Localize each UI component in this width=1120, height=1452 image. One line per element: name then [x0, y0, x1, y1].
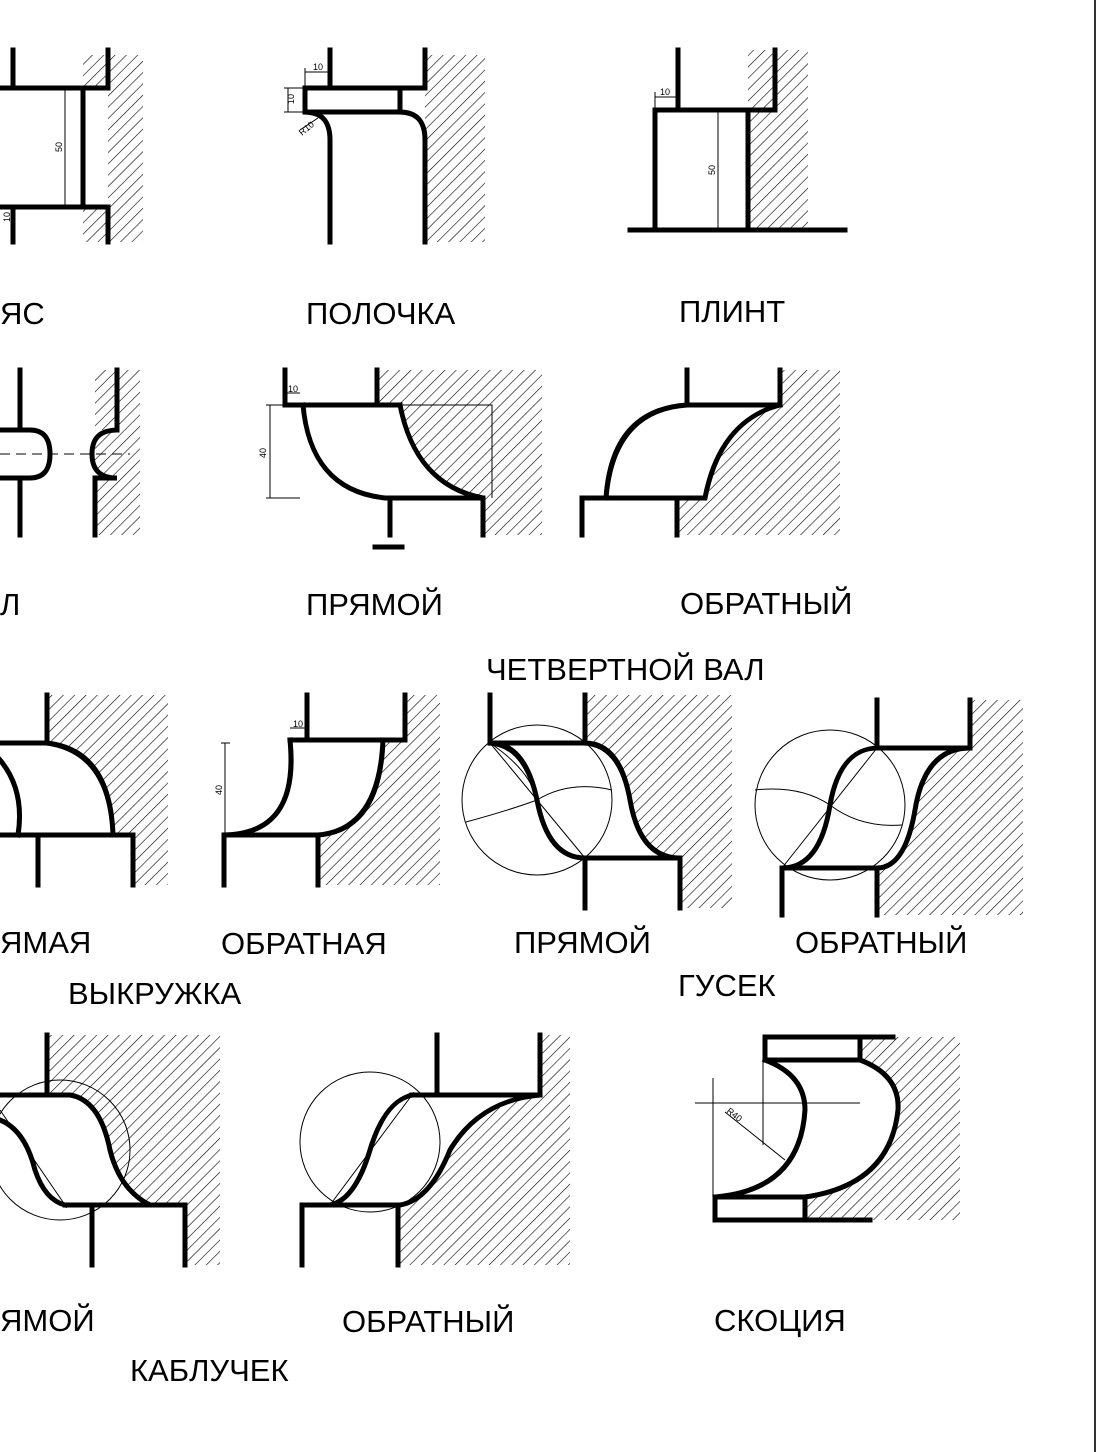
label-gusek-obratny: ОБРАТНЫЙ	[795, 925, 968, 960]
molding-poyas: 50 10	[0, 47, 143, 245]
label-vykr-pryamaya: ЯМАЯ	[0, 925, 92, 960]
label-chv-group: ЧЕТВЕРТНОЙ ВАЛ	[486, 652, 765, 687]
molding-chetvertnoy-val-pryamoy: 10 40	[258, 367, 542, 550]
dim-plint-offset: 10	[660, 87, 670, 97]
molding-vykruzhka-obratnaya: 10 40	[214, 692, 440, 888]
dim-skotsiya-radius: R40	[725, 1106, 744, 1124]
molding-kabluchek-obratny	[299, 1032, 570, 1268]
dim-polochka-width: 10	[313, 62, 323, 72]
label-vykr-group: ВЫКРУЖКА	[68, 976, 242, 1011]
label-kabl-pryamoy: ЯМОЙ	[0, 1303, 95, 1338]
dim-plint-height: 50	[707, 165, 717, 175]
label-skotsiya: СКОЦИЯ	[714, 1303, 846, 1338]
label-vykr-obratnaya: ОБРАТНАЯ	[221, 926, 387, 961]
label-gusek-group: ГУСЕК	[678, 968, 776, 1003]
dim-poyas-offset: 10	[2, 212, 12, 222]
dim-chv-height: 40	[258, 448, 268, 458]
dim-vykr-offset: 10	[293, 719, 303, 729]
label-kabl-group: КАБЛУЧЕК	[130, 1353, 289, 1388]
label-val: Л	[0, 587, 21, 622]
label-kabl-obratny: ОБРАТНЫЙ	[342, 1304, 515, 1339]
molding-gusek-pryamoy	[461, 692, 732, 911]
dim-vykr-height: 40	[214, 785, 224, 795]
molding-chetvertnoy-val-obratny	[579, 367, 840, 538]
label-gusek-pryamoy: ПРЯМОЙ	[514, 925, 651, 960]
molding-val	[0, 367, 140, 538]
dim-poyas-height: 50	[54, 142, 64, 152]
dim-polochka-height: 10	[286, 94, 296, 104]
label-chv-obratny: ОБРАТНЫЙ	[680, 586, 853, 621]
molding-gusek-obratny	[754, 697, 1023, 918]
molding-vykruzhka-pryamaya	[0, 692, 168, 888]
dim-polochka-radius: R10	[297, 119, 316, 137]
label-chv-pryamoy: ПРЯМОЙ	[306, 587, 443, 622]
label-poyas: ЯС	[0, 296, 45, 331]
molding-kabluchek-pryamoy	[0, 1032, 220, 1268]
molding-polochka: 10 10 R10	[284, 47, 485, 245]
label-plint: ПЛИНТ	[679, 294, 786, 329]
dim-chv-offset: 10	[288, 384, 298, 394]
label-polochka: ПОЛОЧКА	[306, 296, 456, 331]
molding-plint: 10 50	[627, 47, 848, 233]
molding-skotsiya: R40	[695, 1034, 960, 1223]
